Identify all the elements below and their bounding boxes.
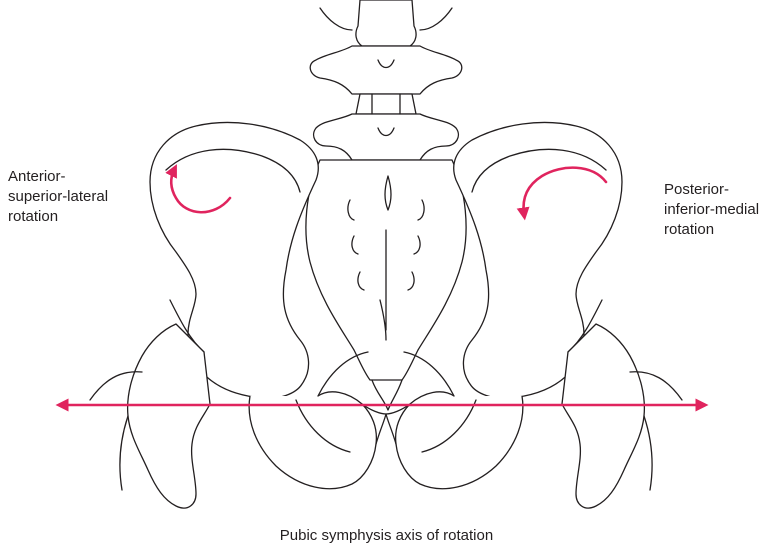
sacrum: [306, 160, 466, 410]
right-rotation-label: Posterior- inferior-medial rotation: [664, 180, 759, 240]
right-rotation-line-1: Posterior-: [664, 180, 759, 200]
axis-caption: Pubic symphysis axis of rotation: [0, 527, 773, 544]
left-rotation-line-3: rotation: [8, 207, 108, 227]
left-rotation-line-1: Anterior-: [8, 167, 108, 187]
lumbar-spine: [310, 0, 462, 160]
right-rotation-line-2: inferior-medial: [664, 200, 759, 220]
left-rotation-label: Anterior- superior-lateral rotation: [8, 167, 108, 227]
left-rotation-line-2: superior-lateral: [8, 187, 108, 207]
right-rotation-line-3: rotation: [664, 220, 759, 240]
